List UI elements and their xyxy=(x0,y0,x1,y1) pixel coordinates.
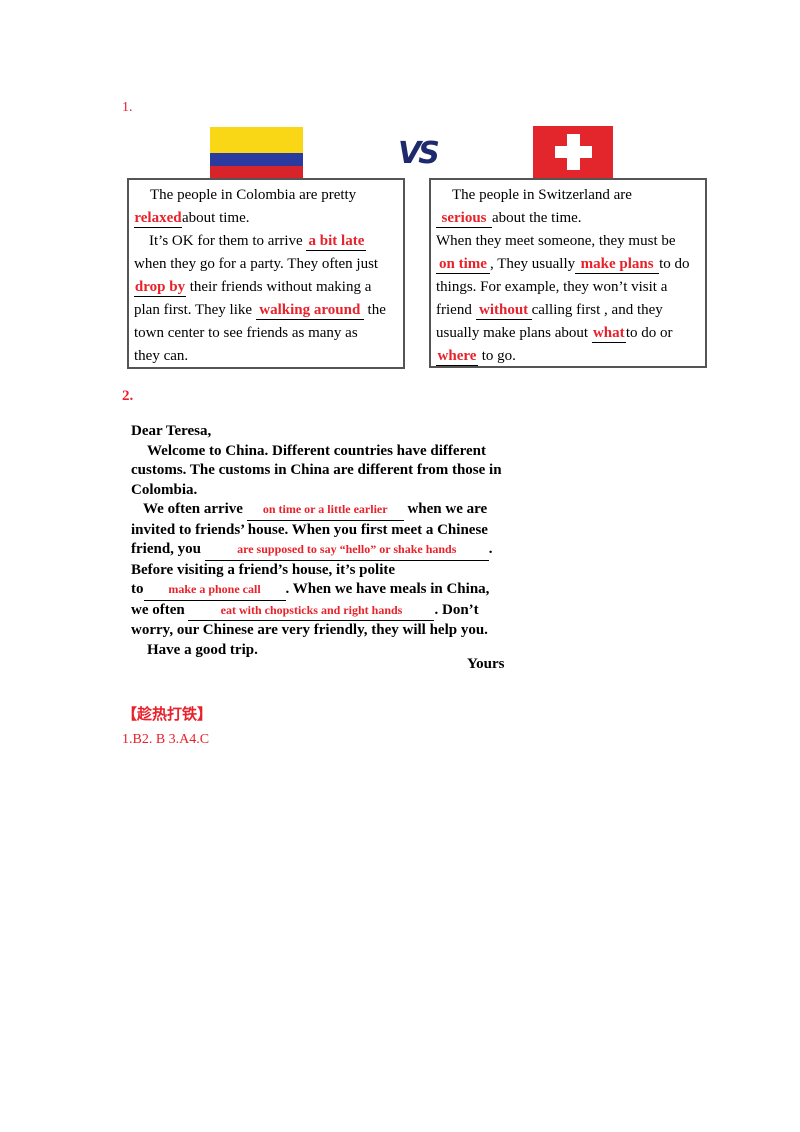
letter-body: Dear Teresa, Welcome to China. Different… xyxy=(131,422,551,660)
letter-line: We often arrive on time or a little earl… xyxy=(131,500,551,521)
switzerland-line-7: usually make plans about whatto do or xyxy=(436,325,673,343)
section-number-1: 1. xyxy=(122,100,133,115)
answer-say-hello: are supposed to say “hello” or shake han… xyxy=(237,542,457,556)
colombia-flag-icon xyxy=(210,127,303,179)
letter-line: Have a good trip. xyxy=(147,641,258,658)
colombia-line-4: when they go for a party. They often jus… xyxy=(134,256,379,272)
answer-what: what xyxy=(592,325,625,341)
practice-heading: 【趁热打铁】 xyxy=(122,705,213,723)
answer-on-time-or-earlier: on time or a little earlier xyxy=(262,502,388,516)
letter-closing: Yours xyxy=(467,656,505,672)
answer-chopsticks: eat with chopsticks and right hands xyxy=(220,602,403,617)
colombia-line-8: they can. xyxy=(134,348,189,364)
letter-line: friend, you are supposed to say “hello” … xyxy=(131,540,551,561)
colombia-text-box: The people in Colombia are pretty relaxe… xyxy=(127,178,405,369)
switzerland-line-3: When they meet someone, they must be xyxy=(436,233,676,249)
answer-walking-around: walking around xyxy=(259,302,361,318)
colombia-line-2: relaxedabout time. xyxy=(134,210,250,228)
colombia-line-6: plan first. They like walking around the xyxy=(134,302,386,320)
answer-drop-by: drop by xyxy=(134,279,186,295)
letter-line: Before visiting a friend’s house, it’s p… xyxy=(131,561,396,578)
section-number-2: 2. xyxy=(122,388,134,404)
colombia-line-7: town center to see friends as many as xyxy=(134,325,358,341)
answer-phone-call: make a phone call xyxy=(168,582,261,596)
answer-make-plans: make plans xyxy=(580,256,654,272)
colombia-line-1: The people in Colombia are pretty xyxy=(150,187,357,203)
answer-relaxed: relaxed xyxy=(134,210,182,226)
colombia-line-3: It’s OK for them to arrive a bit late xyxy=(134,230,397,253)
letter-line: Colombia. xyxy=(131,481,198,498)
vs-logo: VS xyxy=(398,136,440,171)
answer-without: without xyxy=(478,302,529,318)
answer-a-bit-late: a bit late xyxy=(308,233,365,249)
answer-serious: serious xyxy=(441,210,487,226)
colombia-line-5: drop by their friends without making a xyxy=(134,279,372,297)
letter-line: worry, our Chinese are very friendly, th… xyxy=(131,622,488,638)
answer-on-time: on time xyxy=(439,256,487,272)
letter-line: Welcome to China. Different countries ha… xyxy=(147,442,486,459)
practice-answers: 1.B2. B 3.A4.C xyxy=(122,732,210,747)
switzerland-line-8: where to go. xyxy=(436,348,516,366)
answer-where: where xyxy=(437,348,477,364)
switzerland-line-1: The people in Switzerland are xyxy=(452,187,632,203)
switzerland-flag-icon xyxy=(533,126,613,178)
letter-line: customs. The customs in China are differ… xyxy=(131,462,502,478)
switzerland-line-5: things. For example, they won’t visit a xyxy=(436,279,668,295)
letter-line: we often eat with chopsticks and right h… xyxy=(131,601,551,621)
letter-line: invited to friends’ house. When you firs… xyxy=(131,521,488,538)
letter-greeting: Dear Teresa, xyxy=(131,423,212,439)
